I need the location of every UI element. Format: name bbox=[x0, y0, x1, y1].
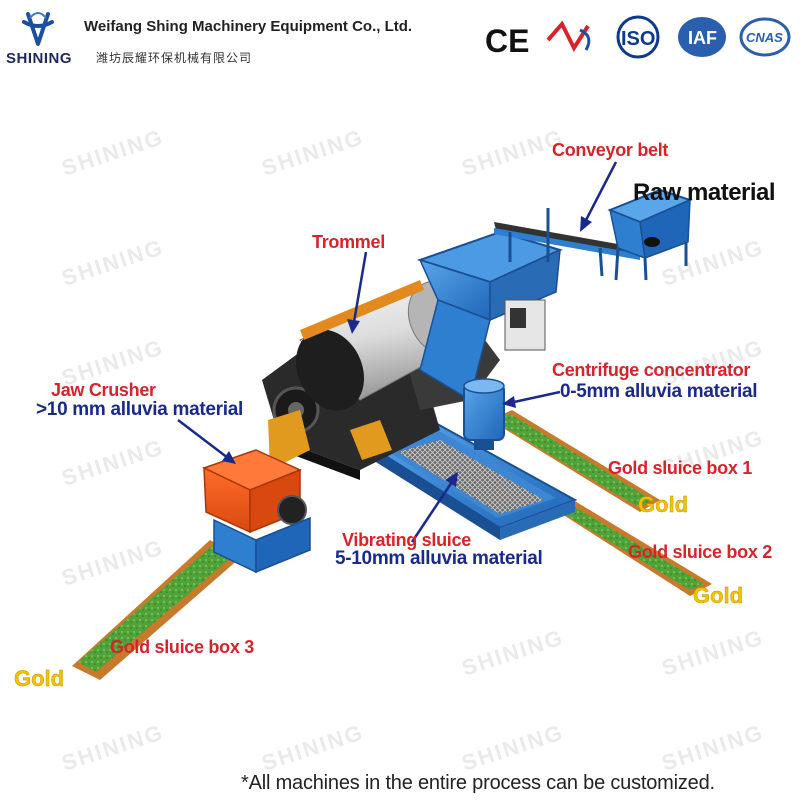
label-gold-3: Gold bbox=[14, 666, 65, 691]
ce-mark-icon: CE bbox=[485, 23, 529, 59]
label-gold-sluice-box-3: Gold sluice box 3 bbox=[110, 637, 254, 657]
gold-sluice-box-2 bbox=[540, 492, 712, 596]
label-conveyor-belt: Conveyor belt bbox=[552, 140, 669, 160]
label-gold-1: Gold bbox=[638, 492, 689, 517]
label-centrifuge-material: 0-5mm alluvia material bbox=[560, 381, 758, 402]
iaf-mark-icon: IAF bbox=[678, 17, 726, 57]
discharge-chute bbox=[268, 410, 392, 470]
jaw-crusher bbox=[202, 449, 311, 574]
sgs-mark-icon bbox=[546, 20, 591, 53]
arrow-vibrating-sluice bbox=[410, 472, 458, 543]
arrow-conveyor-belt bbox=[580, 161, 618, 232]
cnas-mark-icon: CNAS bbox=[739, 17, 791, 57]
label-vibrating-sluice: Vibrating sluice bbox=[342, 530, 471, 550]
centrifuge-concentrator bbox=[463, 378, 505, 450]
iso-mark-icon: ISO bbox=[616, 15, 660, 59]
conveyor-belt bbox=[494, 208, 642, 277]
label-jaw-crusher-material: >10 mm alluvia material bbox=[36, 399, 243, 420]
footnote: *All machines in the entire process can … bbox=[241, 772, 715, 794]
company-name-en: Weifang Shing Machinery Equipment Co., L… bbox=[84, 18, 413, 35]
label-gold-sluice-box-1: Gold sluice box 1 bbox=[608, 458, 752, 478]
svg-text:IAF: IAF bbox=[688, 28, 717, 48]
label-centrifuge-concentrator: Centrifuge concentrator bbox=[552, 360, 751, 380]
raw-material-hopper bbox=[607, 188, 693, 281]
gold-sluice-box-3 bbox=[72, 540, 240, 680]
gold-sluice-box-1 bbox=[490, 410, 660, 512]
label-jaw-crusher: Jaw Crusher bbox=[51, 380, 156, 400]
arrow-jaw-crusher bbox=[177, 419, 236, 464]
label-trommel: Trommel bbox=[312, 232, 385, 252]
label-gold-sluice-box-2: Gold sluice box 2 bbox=[628, 542, 772, 562]
arrow-centrifuge bbox=[502, 390, 561, 408]
company-name-cn: 潍坊辰耀环保机械有限公司 bbox=[96, 51, 253, 65]
svg-text:CNAS: CNAS bbox=[746, 30, 783, 45]
svg-text:CE: CE bbox=[485, 23, 529, 59]
label-gold-2: Gold bbox=[693, 583, 744, 608]
label-raw-material: Raw material bbox=[633, 179, 776, 206]
label-vibrating-material: 5-10mm alluvia material bbox=[335, 548, 543, 569]
shining-logo-icon bbox=[22, 12, 54, 46]
svg-text:ISO: ISO bbox=[621, 28, 655, 50]
arrow-trommel bbox=[347, 251, 368, 334]
feed-hopper bbox=[416, 230, 563, 402]
brand-name: SHINING bbox=[6, 50, 73, 67]
